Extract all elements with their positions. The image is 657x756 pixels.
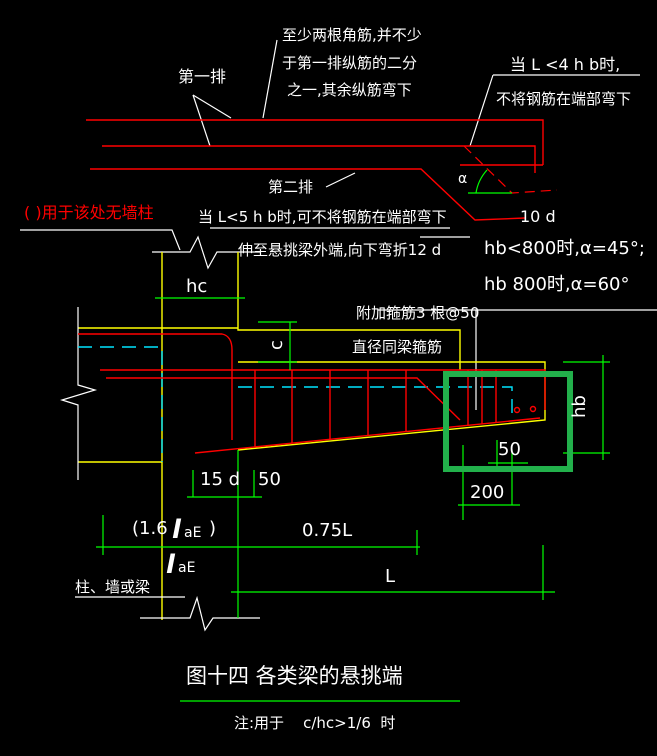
break-line-bottom [140,595,260,632]
break-line-left [59,307,98,480]
second-row-note-line2: 伸至悬挑梁外端,向下弯折12 d [238,241,441,259]
dim-50-left-label: 50 [258,469,281,490]
dim-200 [458,445,520,520]
corner-bars-line2: 于第一排纵筋的二分 [282,54,417,72]
dim-15d [187,470,262,498]
second-row-label: 第二排 [268,178,313,196]
dim-l [231,545,555,600]
support-label: 柱、墙或梁 [75,578,150,596]
dim-50-right [488,440,528,470]
dim-anchorage-paren-suffix: ) [209,518,216,539]
dimension-texts: hc c hb 15 d 50 50 200 (1.6 l aE ) l aE … [132,276,590,587]
top-rebar [86,119,558,221]
dimension-lines [96,297,610,618]
rebar-first-row-corner [86,119,544,165]
dim-c [258,321,297,370]
bend-length: 10 d [520,207,556,226]
dim-anchorage-row [96,515,420,555]
highlight-box [443,371,573,472]
rebar-second-row [90,168,526,221]
leader-shortl [469,74,494,147]
angle-symbol: α [458,171,467,187]
leader-first-row-b [192,94,232,119]
short-l-line2: 不将钢筋在端部弯下 [496,90,631,108]
column-stirrup [78,346,163,462]
beam-stirrup [238,386,513,420]
annotations: 第一排 至少两根角筋,并不少 于第一排纵筋的二分 之一,其余纵筋弯下 当 L <… [24,26,645,596]
figure-title: 图十四 各类梁的悬挑端 [186,664,403,688]
dim-075l-label: 0.75L [302,520,352,541]
column-right-face [237,252,461,370]
title-block: 图十四 各类梁的悬挑端 注:用于 c/hc>1/6 时 [180,664,460,732]
dim-15d-label: 15 d [200,469,240,490]
dim-c-label: c [266,340,287,350]
dim-anchorage-symbol: l [172,515,182,545]
rebar-first-row-inner [102,145,536,173]
angle-arc [475,169,488,194]
dim-200-label: 200 [470,482,504,503]
leader-corner-bars [262,39,278,119]
dim-anchorage-sub: aE [184,525,201,541]
dim-anchorage-sub-2: aE [178,560,195,576]
dim-hb-label: hb [569,395,590,418]
top-bar-2 [106,377,461,421]
second-row-note-line1: 当 L<5 h b时,可不将钢筋在端部弯下 [198,208,447,226]
first-row-label: 第一排 [178,67,226,86]
extra-stirrups-line2: 直径同梁箍筋 [352,338,442,356]
bar-dot-1 [513,406,521,414]
dim-anchorage-paren-prefix: (1.6 [132,518,168,539]
corner-bars-line1: 至少两根角筋,并不少 [282,26,422,44]
angle-rule-1: hb<800时,α=45°; [484,238,645,259]
corner-bars-line3: 之一,其余纵筋弯下 [287,81,412,99]
extra-stirrups-line1: 附加箍筋3 根@50 [356,304,479,322]
bar-dot-2 [529,405,537,413]
angle-rule-2: hb 800时,α=60° [484,274,630,295]
figure-note: 注:用于 c/hc>1/6 时 [234,714,395,732]
dim-50-right-label: 50 [498,439,521,460]
support-structure [59,235,461,632]
dim-hc-label: hc [186,276,207,297]
top-bar-anchored [78,333,233,440]
break-line-top [152,235,260,270]
leader-no-wall [20,229,181,251]
no-wall-column-note: ( )用于该处无墙柱 [24,203,154,222]
dim-l-label: L [385,566,395,587]
leader-lines [20,39,657,410]
short-l-line1: 当 L <4 h b时, [510,55,620,74]
beam-rebar [78,333,546,454]
top-bar-1 [100,369,546,410]
leader-second-row [325,172,356,188]
dim-anchorage-symbol-2: l [166,550,176,580]
